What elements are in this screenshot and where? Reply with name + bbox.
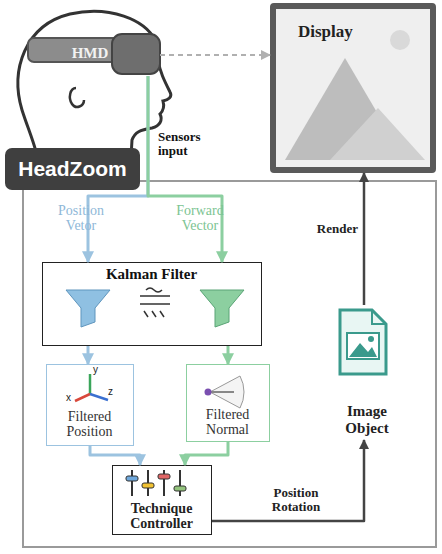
connector-arrow [185,442,228,465]
node-text: HMD [60,45,120,62]
funnel [200,290,244,327]
hmd-visor [112,34,160,74]
filter-icon [140,288,170,317]
mountain [330,108,425,160]
edge-label: Forward Vector [172,203,228,234]
edge-label: Position Rotation [258,486,334,515]
node-text: HeadZoom [5,148,140,190]
node-text: Filtered Position [49,409,130,440]
ear [70,88,84,107]
system-frame: HeadZoomKalman FilterFiltered PositionFi… [22,180,437,548]
controller-box: Technique Controller [112,465,212,535]
connector-arrow [87,346,90,364]
edge-label: Render [306,222,358,236]
slider-icon [126,470,186,496]
connector-arrow [212,440,364,521]
hmd-headset: HMD [30,34,160,76]
text-label: Sensors input [158,130,216,159]
connector-arrow [90,446,140,465]
sun [390,30,410,50]
connector-arrow [148,76,222,262]
normal-icon [205,376,245,408]
funnel [66,290,110,327]
text-label: z [108,386,120,397]
connector-arrow [88,76,148,262]
process-box: Kalman Filter [42,262,262,346]
image-icon [340,310,386,374]
node-text: Image Object [327,403,407,436]
edge-label: Position Vetor [56,203,106,234]
connector-arrow [160,54,270,56]
text-label: y [93,364,105,375]
node-text: Display [298,23,378,42]
node-text: Technique Controller [113,501,210,532]
text-label: x [66,392,78,403]
node-text: Filtered Normal [189,407,266,438]
process-box: Filtered Normal [186,364,270,442]
node-text: Kalman Filter [43,266,260,283]
display-monitor: Display [270,3,436,173]
axis-icon [75,374,108,401]
process-box: Filtered Position [46,364,134,446]
connector-arrow [363,173,366,305]
connector-arrow [227,346,230,364]
image-object: Image Object [332,305,402,440]
screen [276,9,430,167]
